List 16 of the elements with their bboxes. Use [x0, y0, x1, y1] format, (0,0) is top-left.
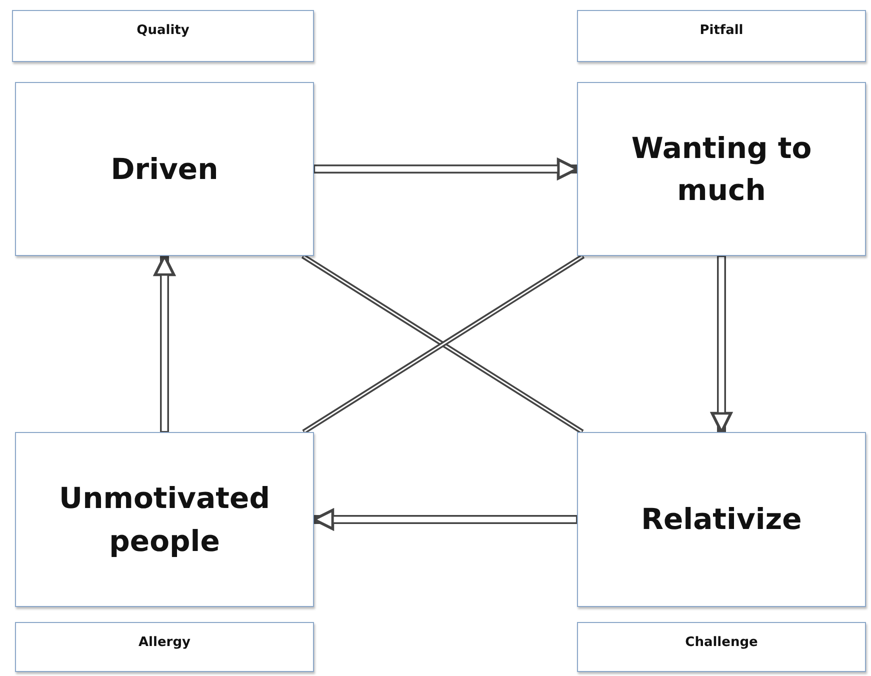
- quadrant-label: Quality: [136, 23, 190, 38]
- quadrant-label: Allergy: [138, 635, 190, 650]
- header-box: [577, 10, 866, 62]
- quadrant-box: [15, 82, 314, 256]
- quadrant-title: Driven: [110, 150, 220, 188]
- header-box: [12, 10, 314, 62]
- quadrant-label: Challenge: [685, 635, 758, 650]
- header-box: [577, 622, 866, 672]
- quadrant-box: [577, 82, 866, 256]
- quadrant-title: Wanting to much: [630, 130, 813, 209]
- quadrant-box: [577, 432, 866, 607]
- header-box: [15, 622, 314, 672]
- quadrant-box: [15, 432, 314, 607]
- quadrant-title: Unmotivated people: [58, 480, 271, 560]
- quadrant-title: Relativize: [640, 501, 803, 538]
- quadrant-label: Pitfall: [700, 23, 744, 38]
